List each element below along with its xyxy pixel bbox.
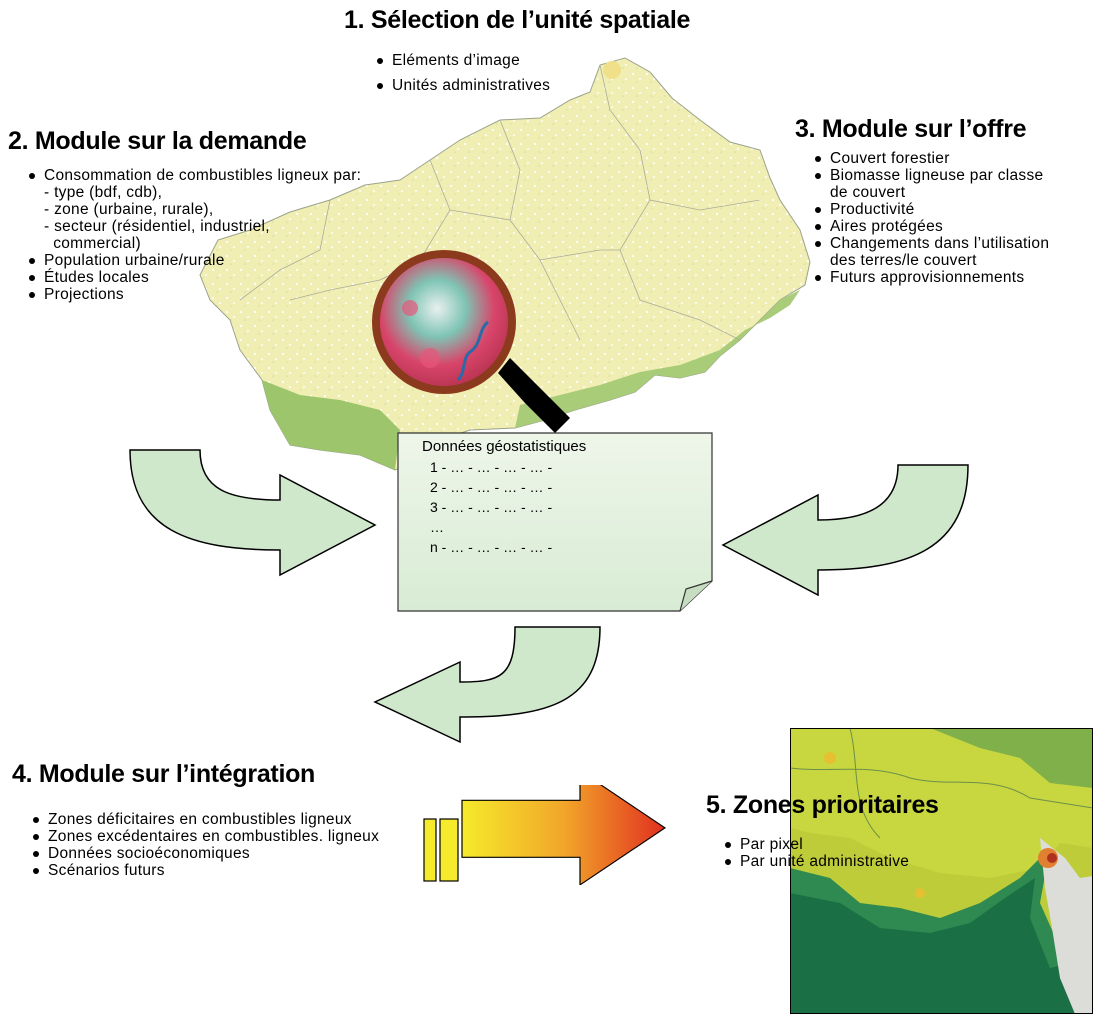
arrow-down-to-integration (373, 626, 601, 744)
list-item: Par unité administrative (722, 853, 982, 870)
note-shape (397, 432, 713, 612)
arrow-right-to-center (721, 464, 969, 597)
arrow-left-to-center (129, 449, 377, 577)
list-item: Couvert forestier (812, 150, 1052, 167)
sub-item: - secteur (résidentiel, industriel, (44, 218, 270, 235)
note-line: n - … - … - … - … - (430, 539, 553, 555)
list-item: Études locales (26, 269, 366, 286)
priority-map (790, 728, 1093, 1014)
list-item: Population urbaine/rurale (26, 252, 366, 269)
list-item: Changements dans l’utilisation des terre… (812, 235, 1052, 269)
step3-list: Couvert forestier Biomasse ligneuse par … (812, 150, 1052, 286)
list-item: Consommation de combustibles ligneux par… (26, 167, 366, 252)
list-item: Scénarios futurs (30, 862, 390, 879)
list-item: Biomasse ligneuse par classe de couvert (812, 167, 1052, 201)
list-item: Données socioéconomiques (30, 845, 390, 862)
list-item: Projections (26, 286, 366, 303)
list-item: Par pixel (722, 836, 982, 853)
note-line: 1 - … - … - … - … - (430, 459, 553, 475)
note-line: 3 - … - … - … - … - (430, 499, 553, 515)
step4-title: 4. Module sur l’intégration (12, 760, 316, 788)
step4-list: Zones déficitaires en combustibles ligne… (30, 811, 390, 879)
list-item-label: Consommation de combustibles ligneux par… (44, 167, 362, 184)
step1-title: 1. Sélection de l’unité spatiale (344, 6, 691, 34)
gradient-arrow (423, 785, 667, 885)
list-item: Eléments d’image (374, 52, 634, 69)
list-item: Zones déficitaires en combustibles ligne… (30, 811, 390, 828)
list-item: Unités administratives (374, 77, 634, 94)
list-item: Zones excédentaires en combustibles. lig… (30, 828, 390, 845)
step5-title: 5. Zones prioritaires (706, 791, 939, 819)
step1-list: Eléments d’image Unités administratives (374, 52, 634, 94)
step2-list: Consommation de combustibles ligneux par… (26, 167, 366, 303)
list-item: Aires protégées (812, 218, 1052, 235)
step5-list: Par pixel Par unité administrative (722, 836, 982, 870)
note-title: Données géostatistiques (422, 438, 587, 455)
list-item: Productivité (812, 201, 1052, 218)
sub-item: - zone (urbaine, rurale), (44, 201, 214, 218)
note-line: … (430, 519, 444, 535)
sub-item: commercial) (44, 235, 141, 252)
note-line: 2 - … - … - … - … - (430, 479, 553, 495)
magnifier-icon (372, 250, 570, 433)
data-note: Données géostatistiques 1 - … - … - … - … (422, 437, 586, 557)
sub-item: - type (bdf, cdb), (44, 184, 163, 201)
list-item: Futurs approvisionnements (812, 269, 1052, 286)
step3-title: 3. Module sur l’offre (795, 115, 1027, 143)
step2-title: 2. Module sur la demande (8, 127, 307, 155)
